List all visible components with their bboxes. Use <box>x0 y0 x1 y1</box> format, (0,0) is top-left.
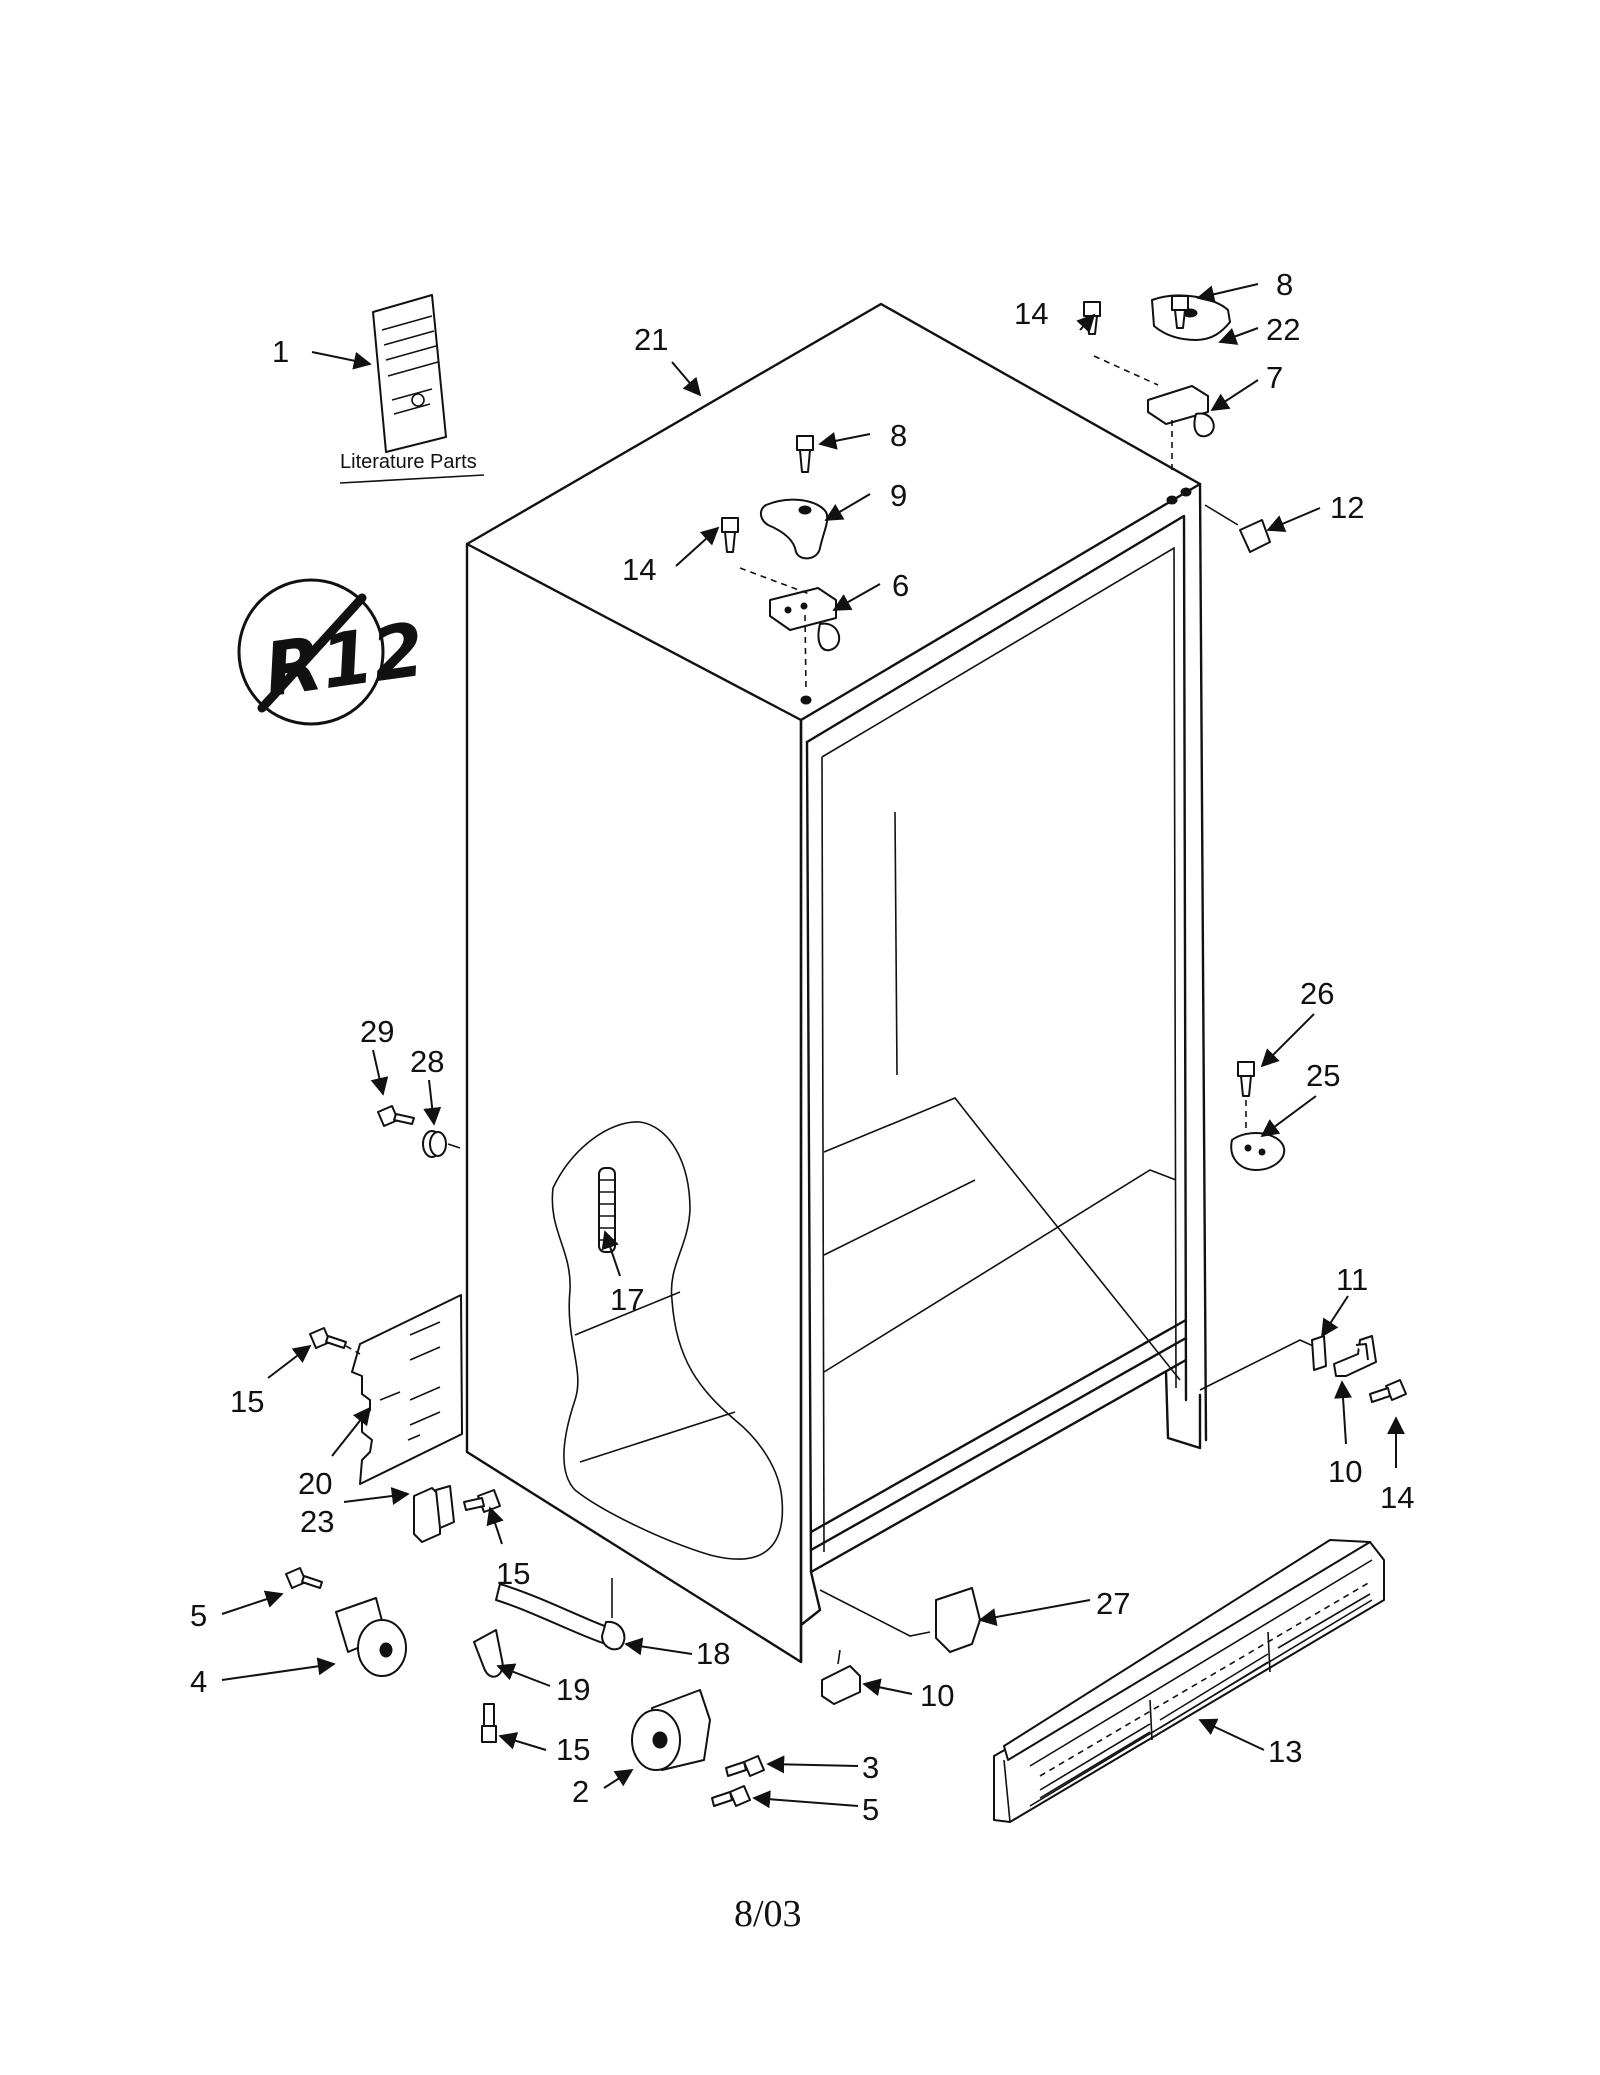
screw-part-8-center <box>796 435 814 473</box>
callout-labels: 1 21 8 22 7 14 8 9 14 6 12 26 25 29 28 1… <box>190 267 1414 1827</box>
callout-25: 25 <box>1306 1058 1340 1093</box>
callout-15-lower: 15 <box>556 1732 590 1767</box>
callout-8-center: 8 <box>890 418 907 453</box>
callout-22: 22 <box>1266 312 1300 347</box>
clamp-part-19 <box>473 1629 504 1678</box>
date-code: 8/03 <box>734 1893 802 1935</box>
callout-12: 12 <box>1330 490 1364 525</box>
clip-part-27 <box>819 1587 981 1653</box>
callout-20: 20 <box>298 1466 332 1501</box>
bracket-plate-part-20 <box>351 1294 463 1485</box>
screw-part-15-lower <box>481 1703 497 1743</box>
hinge-cover-part-22 <box>1151 294 1231 341</box>
screw-part-15-upper <box>309 1327 347 1349</box>
callout-15-upper: 15 <box>230 1384 264 1419</box>
callout-5-left: 5 <box>190 1598 207 1633</box>
no-r12-symbol: R12 <box>237 578 430 726</box>
callout-10-right: 10 <box>1328 1454 1362 1489</box>
plug-part-12 <box>1204 504 1271 553</box>
callout-2: 2 <box>572 1774 589 1809</box>
callout-27: 27 <box>1096 1586 1130 1621</box>
screw-part-26 <box>1237 1061 1255 1097</box>
hinge-part-6 <box>769 587 841 652</box>
callout-9: 9 <box>890 478 907 513</box>
callout-23: 23 <box>300 1504 334 1539</box>
clip-part-11 <box>1311 1335 1327 1371</box>
leader-arrows <box>221 283 1405 1809</box>
callout-18: 18 <box>696 1636 730 1671</box>
bracket-part-10-right <box>1333 1335 1377 1377</box>
plug-part-28 <box>422 1130 447 1158</box>
screw-part-5-left <box>285 1567 323 1589</box>
roller-part-4 <box>335 1597 407 1677</box>
literature-caption: Literature Parts <box>340 451 477 473</box>
callout-26: 26 <box>1300 976 1334 1011</box>
tube-part-18 <box>495 1578 626 1651</box>
screw-part-14-right-lower <box>1369 1379 1407 1403</box>
callout-1: 1 <box>272 334 289 369</box>
callout-21: 21 <box>634 322 668 357</box>
callout-7: 7 <box>1266 360 1283 395</box>
callout-3: 3 <box>862 1750 879 1785</box>
screw-part-3 <box>725 1755 765 1777</box>
callout-15-middle: 15 <box>496 1556 530 1591</box>
grille-part-13 <box>993 1539 1385 1823</box>
callout-6: 6 <box>892 568 909 603</box>
callout-28: 28 <box>410 1044 444 1079</box>
callout-17: 17 <box>610 1282 644 1317</box>
bracket-part-25 <box>1230 1132 1286 1171</box>
hinge-cover-part-9 <box>760 498 829 560</box>
literature-booklet: Literature Parts <box>339 294 485 484</box>
callout-5-right: 5 <box>862 1792 879 1827</box>
callout-14-right: 14 <box>1014 296 1048 331</box>
callout-14-right-lower: 14 <box>1380 1480 1414 1515</box>
callout-29: 29 <box>360 1014 394 1049</box>
callout-11: 11 <box>1336 1262 1368 1297</box>
screw-part-29 <box>377 1105 415 1127</box>
hinge-part-7 <box>1147 385 1215 438</box>
screw-part-8-right <box>1171 295 1189 329</box>
screw-part-15-middle <box>463 1489 501 1513</box>
screw-part-5-right <box>711 1785 751 1807</box>
callout-19: 19 <box>556 1672 590 1707</box>
callout-8-right: 8 <box>1276 267 1293 302</box>
bracket-part-23 <box>413 1485 455 1543</box>
callout-4: 4 <box>190 1664 207 1699</box>
callout-13: 13 <box>1268 1734 1302 1769</box>
bracket-part-10-bottom <box>821 1649 861 1705</box>
callout-14-center: 14 <box>622 552 656 587</box>
screw-part-14-center <box>721 517 739 553</box>
callout-10-bottom: 10 <box>920 1678 954 1713</box>
cabinet-body <box>465 302 1323 1664</box>
roller-part-2 <box>631 1689 711 1771</box>
